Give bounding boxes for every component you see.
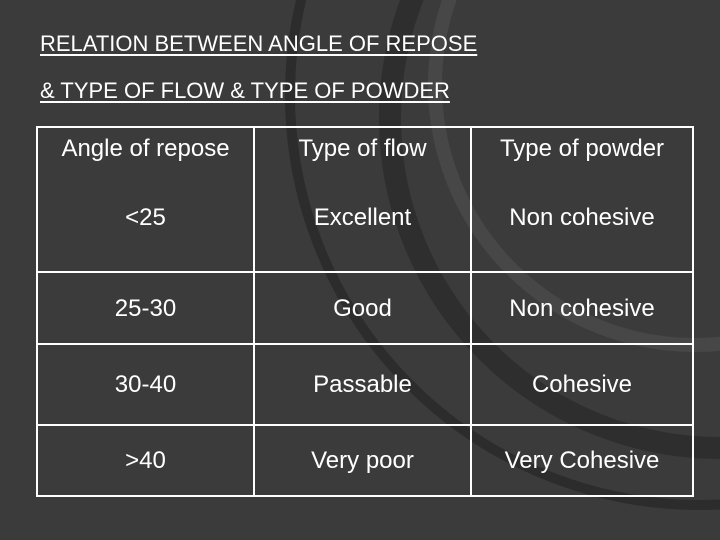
slide-title-line-1: RELATION BETWEEN ANGLE OF REPOSE [40,31,478,56]
cell-angle: >40 [36,424,255,497]
slide-title-line-2: & TYPE OF FLOW & TYPE OF POWDER [40,78,450,103]
table-row: >40 Very poor Very Cohesive [36,424,694,497]
table-row: <25 Excellent Non cohesive [36,199,694,273]
header-angle-of-repose: Angle of repose [36,126,255,199]
table-row: 30-40 Passable Cohesive [36,343,694,426]
table-row: 25-30 Good Non cohesive [36,271,694,345]
cell-angle: 25-30 [36,271,255,345]
table-header-row: Angle of repose Type of flow Type of pow… [36,126,694,199]
cell-powder: Cohesive [470,343,694,426]
cell-flow: Good [253,271,472,345]
cell-angle: <25 [36,199,255,273]
repose-flow-powder-table: Angle of repose Type of flow Type of pow… [36,126,694,497]
header-type-of-powder: Type of powder [470,126,694,199]
cell-flow: Very poor [253,424,472,497]
cell-powder: Very Cohesive [470,424,694,497]
header-type-of-flow: Type of flow [253,126,472,199]
cell-flow: Excellent [253,199,472,273]
cell-powder: Non cohesive [470,199,694,273]
cell-flow: Passable [253,343,472,426]
cell-powder: Non cohesive [470,271,694,345]
cell-angle: 30-40 [36,343,255,426]
